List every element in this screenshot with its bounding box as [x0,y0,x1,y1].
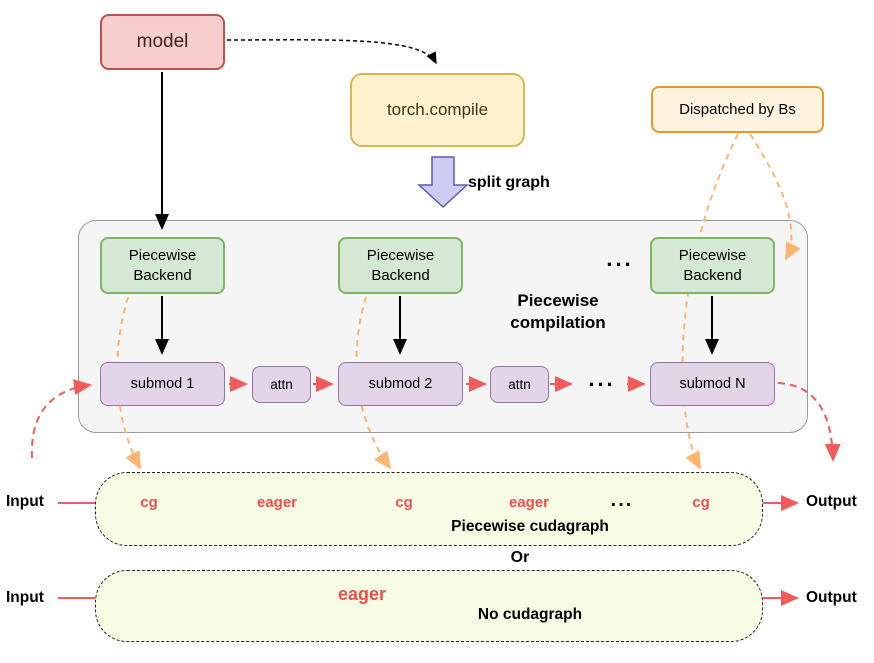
flow-step-cg-1: cg [140,494,158,511]
flow-step-eager-2: eager [508,494,550,511]
input-label-piecewise: Input [6,493,44,510]
flow-step-cg-2: cg [395,494,413,511]
piecewise-backend-3: Piecewise Backend [650,237,775,294]
dispatched-by-node: Dispatched by Bs [651,86,824,133]
model-node: model [100,14,225,70]
arrow-model-to-compile [226,39,437,65]
attn-node-1: attn [252,366,311,403]
submod-1-node: submod 1 [100,362,225,406]
piecewise-cudagraph-label: Piecewise cudagraph [451,518,609,535]
or-label: Or [510,549,530,566]
no-cudagraph-container [95,570,763,642]
input-label-eager: Input [6,589,44,606]
compilation-title: Piecewise compilation [510,291,606,333]
backend-ellipsis: ... [606,246,634,271]
output-label-eager: Output [806,589,857,606]
flow-step-ellipsis: ... [610,489,634,511]
output-label-piecewise: Output [806,493,857,510]
flow-step-eager-1: eager [256,494,298,511]
no-cudagraph-label: No cudagraph [477,606,583,623]
submod-2-node: submod 2 [338,362,463,406]
submod-N-node: submod N [650,362,775,406]
piecewise-backend-1: Piecewise Backend [100,237,225,294]
attn-node-2: attn [490,366,549,403]
eager-step-label: eager [337,584,387,604]
torch-compile-node: torch.compile [350,73,525,147]
split-graph-arrow-icon [417,156,469,209]
submod-row-ellipsis: ... [588,366,616,391]
split-graph-label: split graph [468,174,550,191]
piecewise-backend-2: Piecewise Backend [338,237,463,294]
piecewise-cudagraph-container [95,472,763,546]
flow-step-cg-3: cg [692,494,710,511]
